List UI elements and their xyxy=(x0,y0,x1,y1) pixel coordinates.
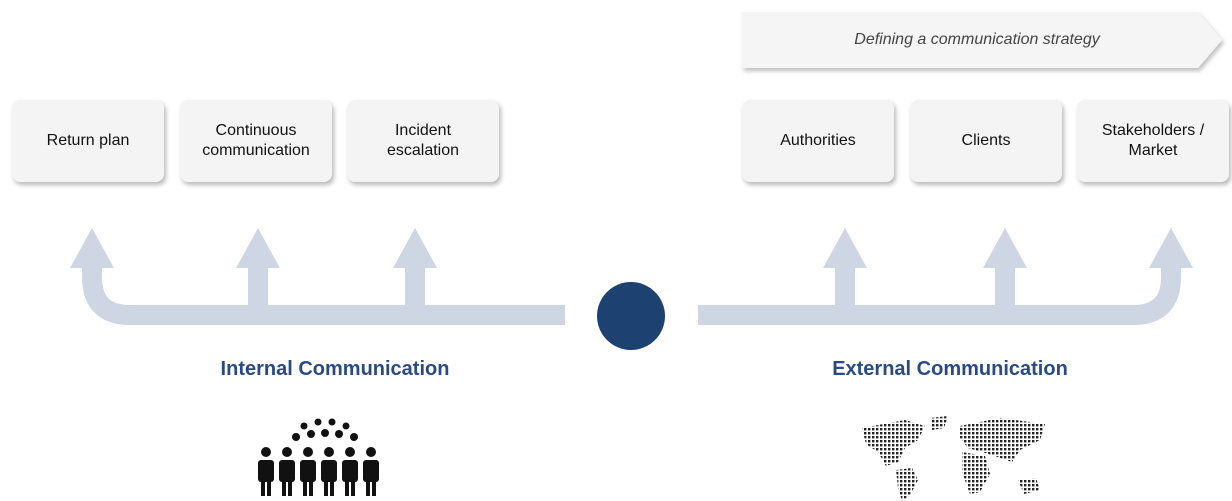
world-map-icon xyxy=(862,416,1045,501)
arrowhead-incident xyxy=(393,228,437,268)
box-authorities: Authorities xyxy=(742,100,894,182)
strategy-banner-label: Defining a communication strategy xyxy=(854,31,1100,48)
box-incident-escalation: Incident escalation xyxy=(347,100,499,182)
arrowhead-return-plan xyxy=(70,228,114,268)
internal-communication-title: Internal Communication xyxy=(220,358,450,380)
external-communication-title: External Communication xyxy=(832,358,1068,380)
arrowhead-authorities xyxy=(823,228,867,268)
people-group-icon xyxy=(258,418,379,496)
arrowhead-stakeholders xyxy=(1149,228,1193,268)
box-return-plan: Return plan xyxy=(12,100,164,182)
box-clients: Clients xyxy=(910,100,1062,182)
external-arrow-path xyxy=(698,262,1181,325)
box-stakeholders-market: Stakeholders / Market xyxy=(1077,100,1229,182)
arrowhead-continuous xyxy=(236,228,280,268)
internal-arrow-path xyxy=(82,262,565,325)
box-continuous-communication: Continuous communication xyxy=(180,100,332,182)
hub-circle xyxy=(597,282,665,350)
arrowhead-clients xyxy=(983,228,1027,268)
strategy-banner-shape xyxy=(742,12,1222,68)
